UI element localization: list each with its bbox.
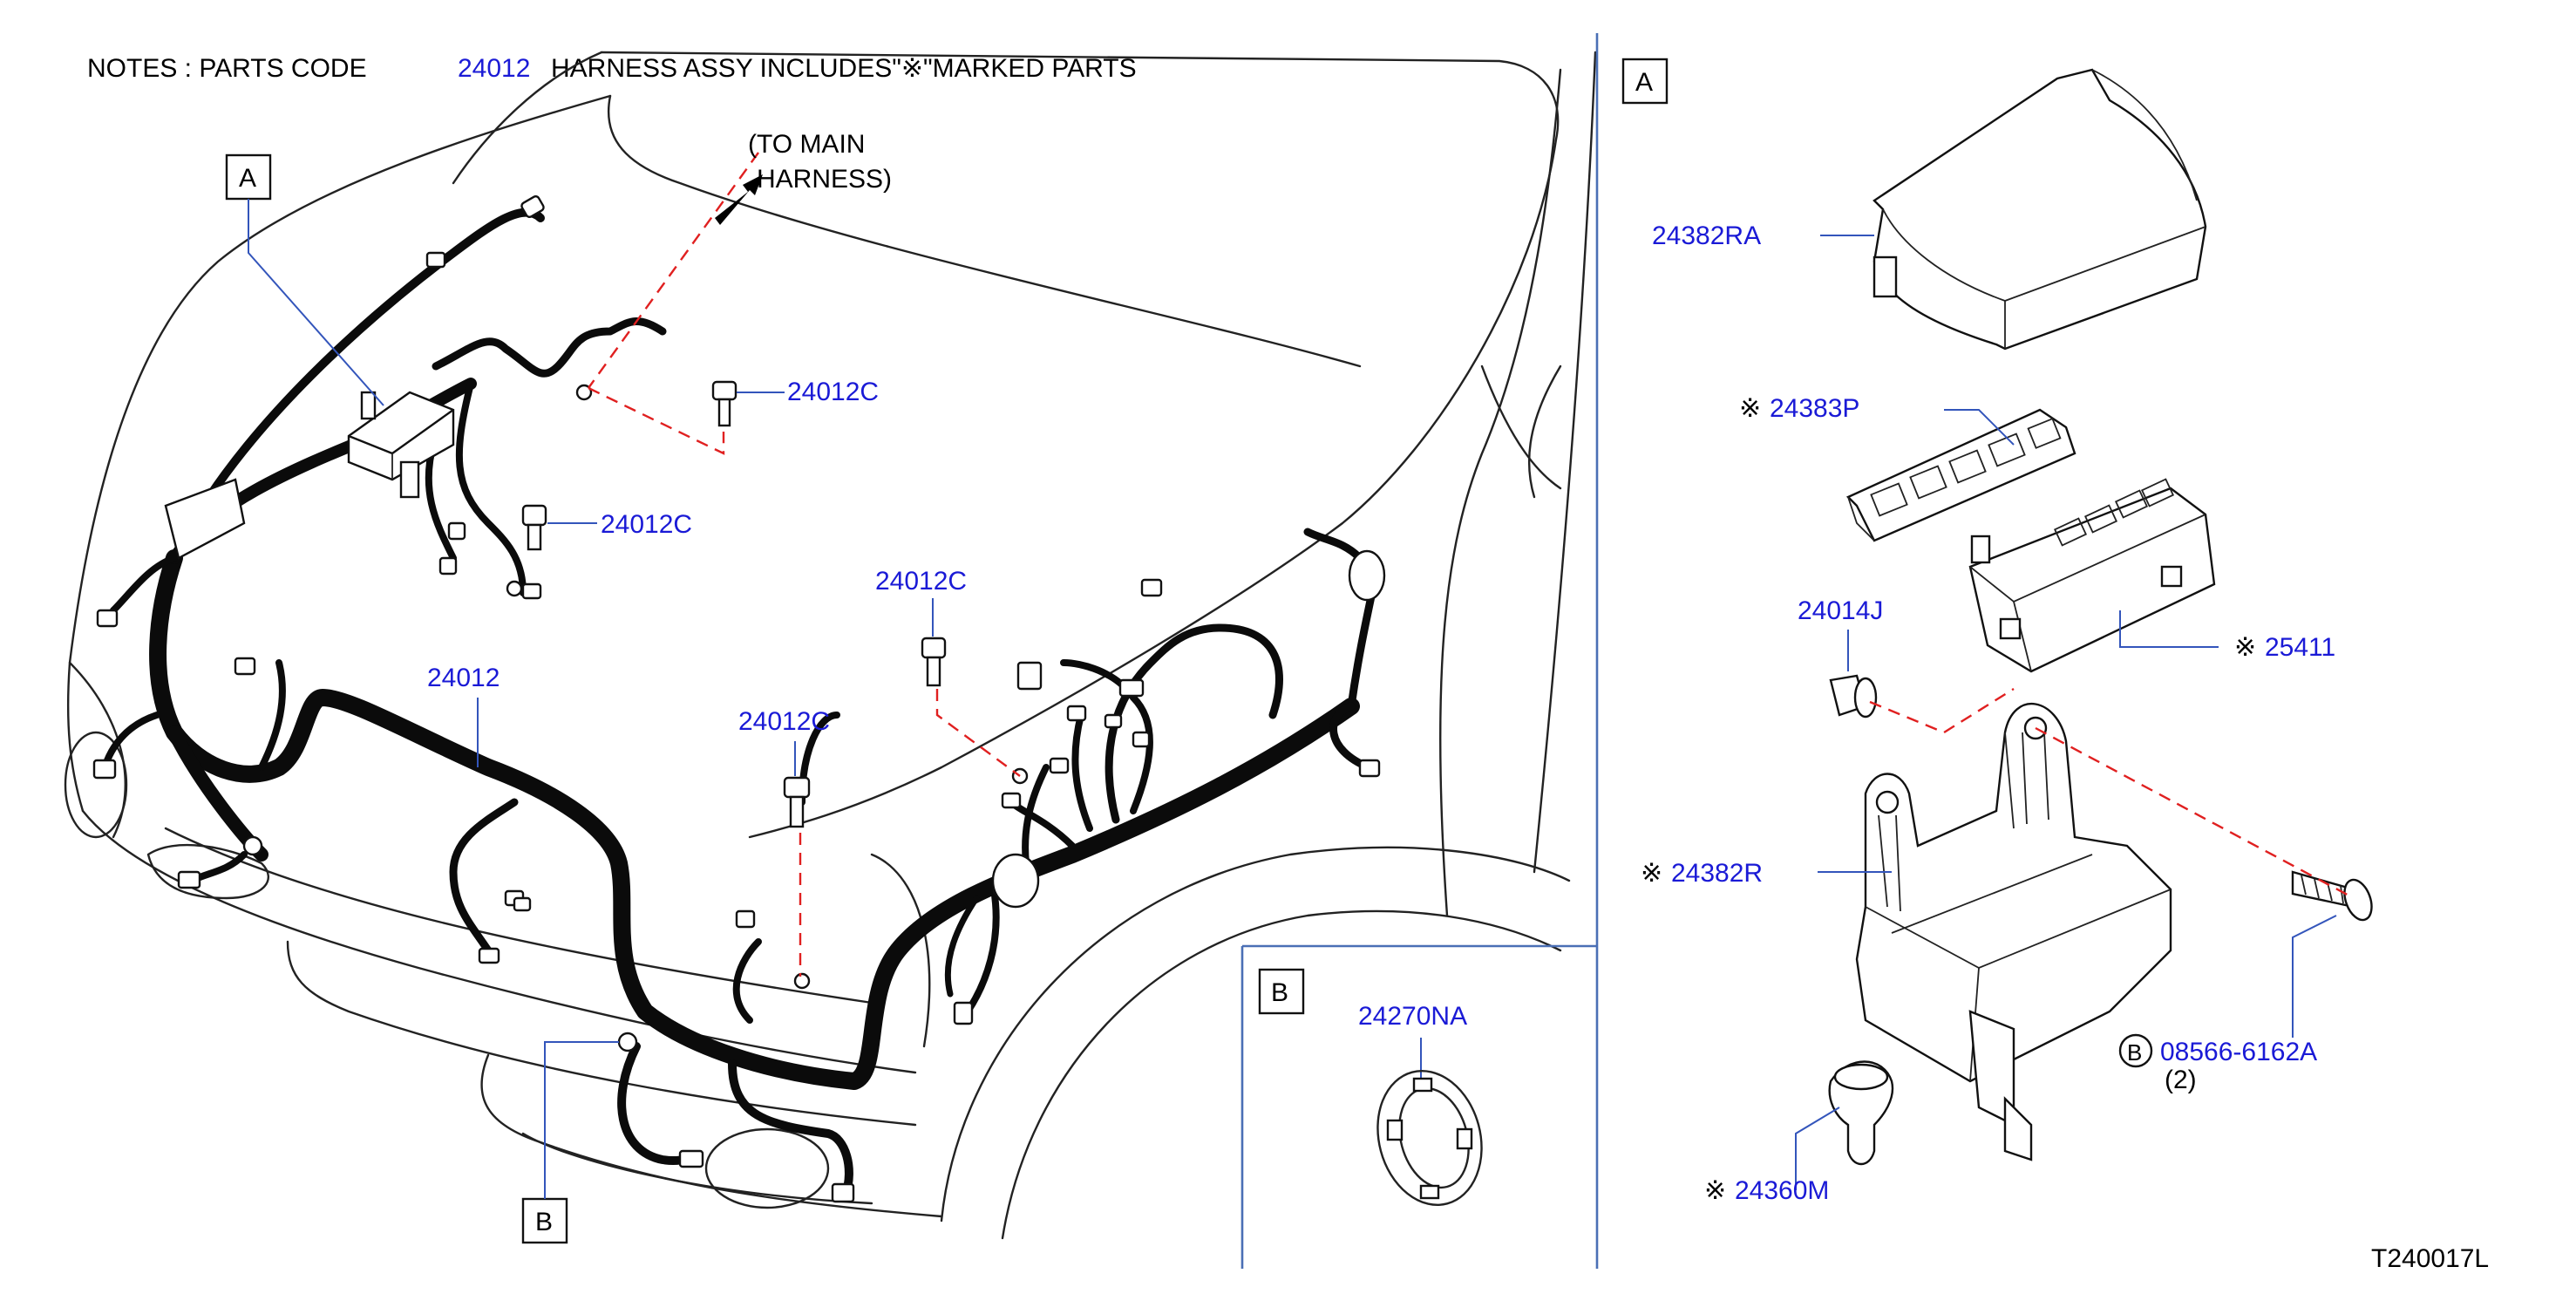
- main-view-labels: 24012 24012C 24012C 24012C 24012C: [427, 378, 967, 776]
- mark-bracket: ※: [1641, 859, 1662, 888]
- callout-a-letter: A: [239, 164, 256, 193]
- label-relay-holder: 24383P: [1770, 394, 1859, 423]
- label-clip: 24014J: [1798, 596, 1883, 625]
- main-harness: [101, 208, 1382, 1199]
- label-bracket: 24382R: [1671, 859, 1763, 888]
- fuse-box-cover-icon: [1873, 68, 2207, 351]
- label-bolt-qty: (2): [2165, 1066, 2197, 1094]
- to-main-line1: (TO MAIN: [748, 130, 865, 159]
- label-bolt-2: 24012C: [601, 510, 692, 539]
- bolt-1-icon: [711, 380, 737, 427]
- label-bolt-3: 24012C: [875, 567, 967, 596]
- mark-fuse-block: ※: [2234, 633, 2256, 662]
- label-grommet: 24360M: [1735, 1176, 1829, 1205]
- label-bolt: 08566-6162A: [2160, 1038, 2317, 1066]
- bolt-4-icon: [783, 776, 811, 828]
- grommet-icon: [1828, 1060, 1894, 1166]
- relay-holder-icon: [1845, 408, 2076, 542]
- vehicle-body-outline: [64, 51, 1597, 1240]
- label-harness-24012: 24012: [427, 664, 500, 692]
- harness-connectors: [92, 194, 1386, 1203]
- mark-relay-holder: ※: [1739, 394, 1761, 423]
- to-main-harness: (TO MAIN HARNESS): [715, 130, 892, 225]
- label-bolt-4: 24012C: [738, 707, 830, 736]
- label-bolt-1: 24012C: [787, 378, 879, 406]
- mark-grommet: ※: [1704, 1176, 1726, 1205]
- notes-prefix: NOTES : PARTS CODE: [87, 54, 367, 83]
- detail-b: B 24270NA: [1258, 968, 1483, 1207]
- notes-part-code: 24012: [458, 54, 530, 83]
- panel-dividers: [1240, 33, 1599, 1269]
- grommet-ring-icon: [1376, 1069, 1483, 1207]
- bolt-3-icon: [921, 637, 947, 687]
- bolt-2-icon: [521, 504, 547, 551]
- callout-a-main: A: [225, 153, 384, 406]
- callout-b-main: B: [521, 1041, 619, 1244]
- header-note: NOTES : PARTS CODE 24012 HARNESS ASSY IN…: [87, 54, 1137, 83]
- alignment-lines-main: [588, 152, 1021, 977]
- detail-a-title: A: [1635, 68, 1653, 97]
- detail-b-title: B: [1271, 978, 1288, 1007]
- detail-a: A 24382RA ※ 24383P: [1621, 58, 2373, 1205]
- to-main-line2: HARNESS): [757, 165, 892, 194]
- fuse-block-icon: [1968, 478, 2216, 673]
- bracket-icon: [1855, 702, 2172, 1161]
- notes-suffix: HARNESS ASSY INCLUDES"※"MARKED PARTS: [551, 54, 1137, 83]
- drawing-id: T240017L: [2371, 1244, 2489, 1273]
- bolt-marker-letter: B: [2127, 1039, 2142, 1066]
- main-view-bolts: [521, 380, 947, 828]
- screw-bolt-icon: [2291, 870, 2373, 922]
- label-cover: 24382RA: [1652, 221, 1761, 250]
- bolt-marker-b: B: [2118, 1033, 2153, 1068]
- detail-b-part: 24270NA: [1358, 1002, 1467, 1031]
- clip-icon: [1829, 674, 1878, 719]
- callout-b-letter: B: [535, 1208, 553, 1236]
- label-fuse-block: 25411: [2265, 633, 2335, 662]
